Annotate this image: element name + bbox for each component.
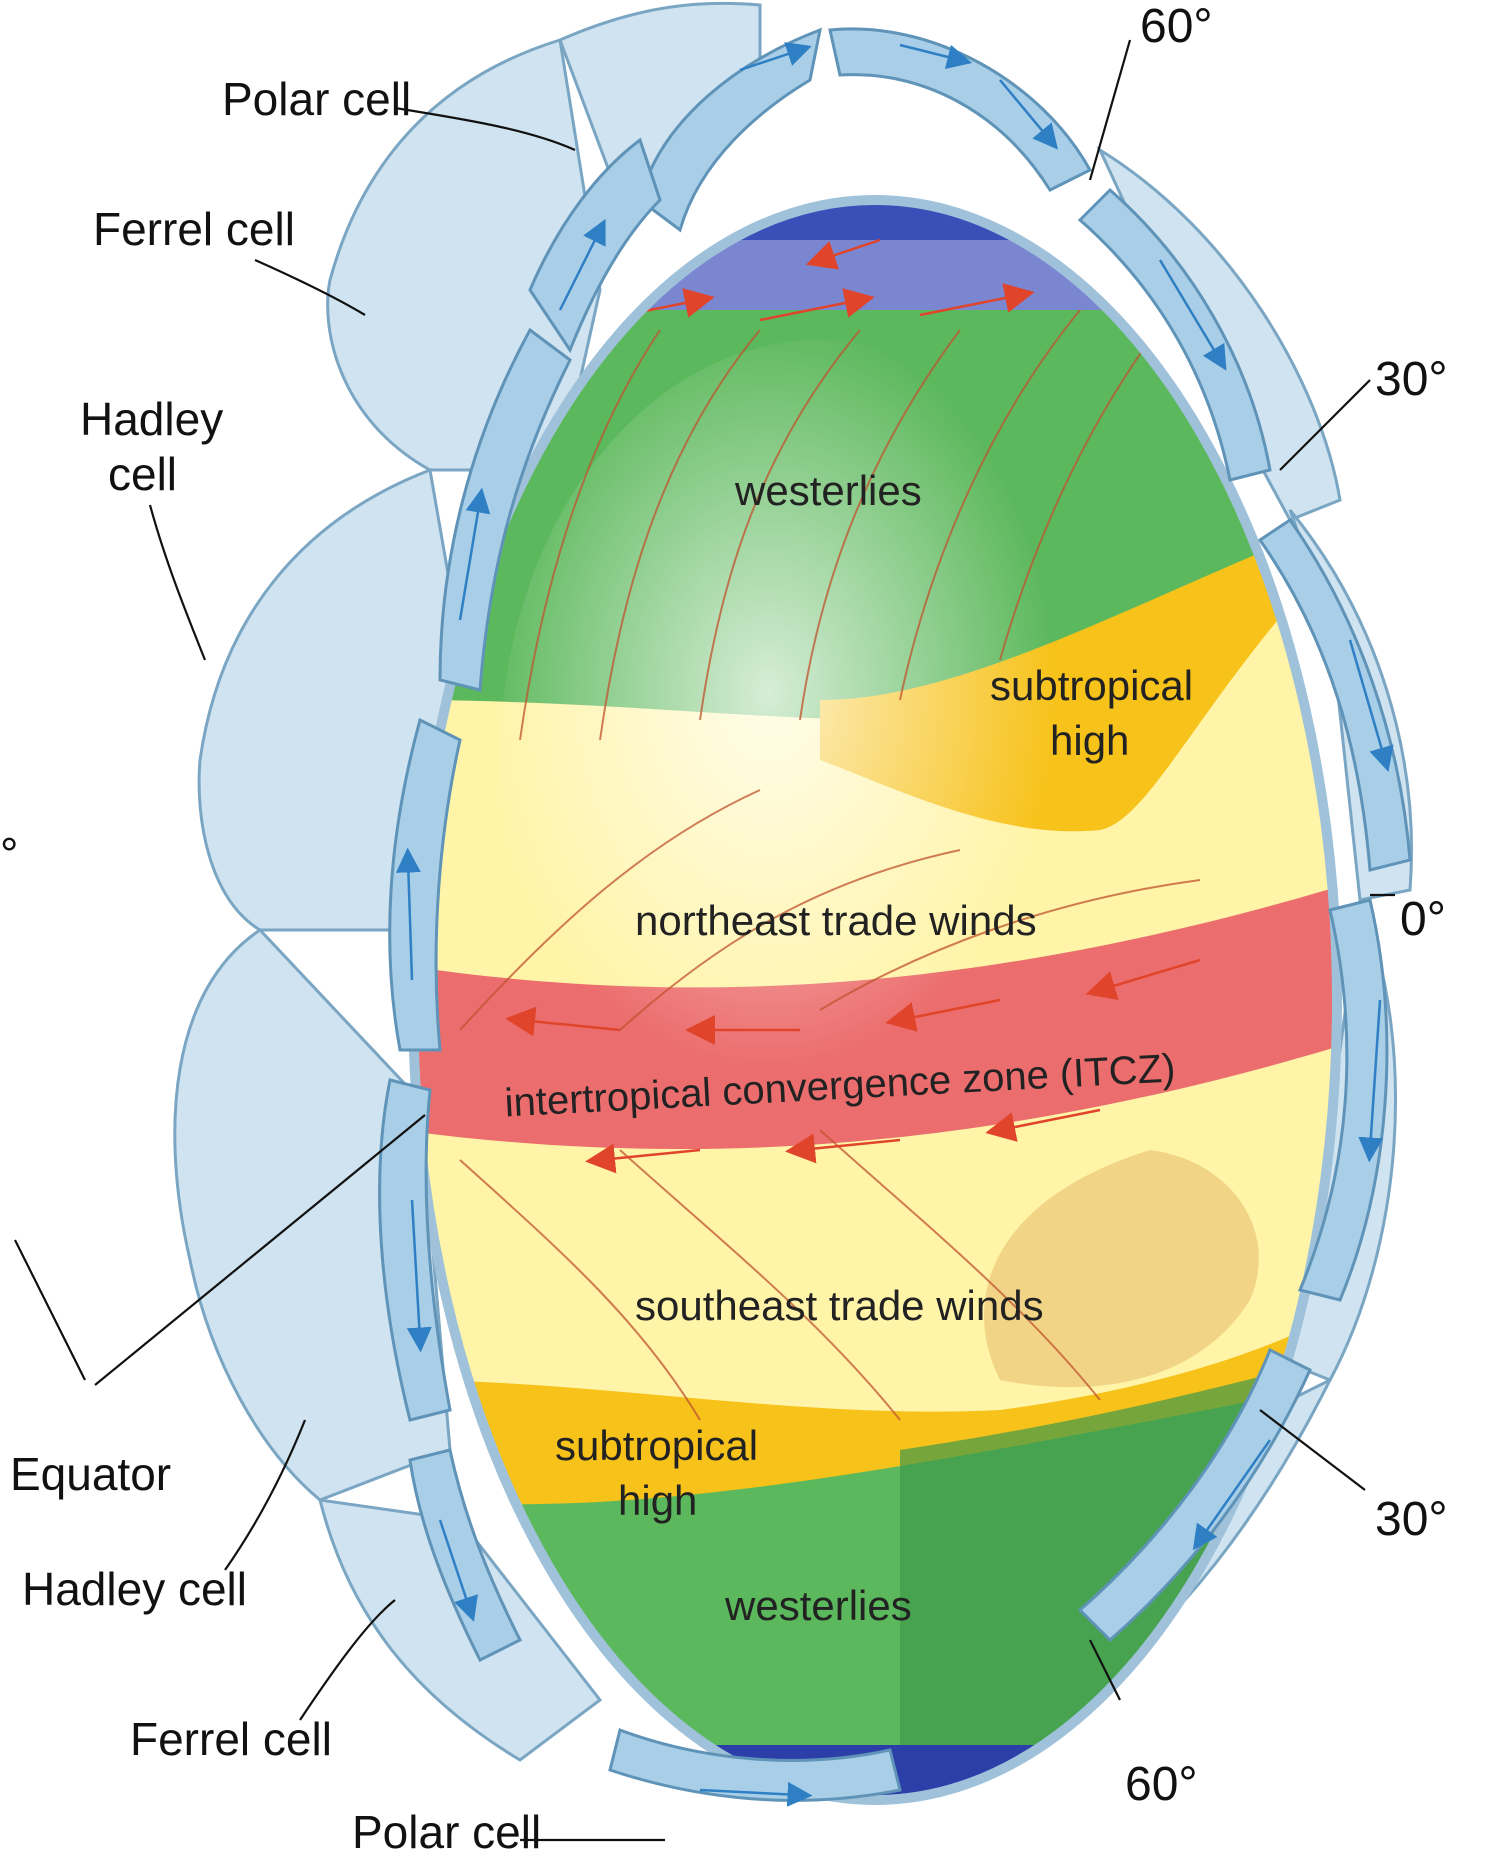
ferrel-cell-bottom-label: Ferrel cell <box>130 1713 332 1765</box>
latitude-0: 0° <box>1400 893 1446 946</box>
ne-trades-label: northeast trade winds <box>635 897 1037 944</box>
hadley-cell-bottom-label: Hadley cell <box>22 1563 247 1615</box>
polar-cell-bottom-label: Polar cell <box>352 1806 541 1858</box>
hadley-cell-top-label-line1: Hadley <box>80 393 223 445</box>
equator-label: Equator <box>10 1448 171 1500</box>
latitude-60-bottom: 60° <box>1125 1758 1198 1811</box>
latitude-60-top: 60° <box>1140 0 1213 53</box>
westerlies-south-label: westerlies <box>724 1582 912 1629</box>
se-trades-label: southeast trade winds <box>635 1282 1044 1329</box>
subtropical-high-south-line1: subtropical <box>555 1422 758 1469</box>
subtropical-high-north-line2: high <box>1050 717 1129 764</box>
subtropical-high-north-line1: subtropical <box>990 662 1193 709</box>
ferrel-cell-top-label: Ferrel cell <box>93 203 295 255</box>
latitude-30-bottom: 30° <box>1375 1493 1448 1546</box>
left-edge-degree: ° <box>0 828 18 880</box>
latitude-30-top: 30° <box>1375 353 1448 406</box>
polar-cell-top-label: Polar cell <box>222 73 411 125</box>
westerlies-north-label: westerlies <box>734 467 922 514</box>
polar-high-label: polar high <box>755 130 939 177</box>
hadley-cell-top-label-line2: cell <box>108 448 177 500</box>
subtropical-high-south-line2: high <box>618 1477 697 1524</box>
